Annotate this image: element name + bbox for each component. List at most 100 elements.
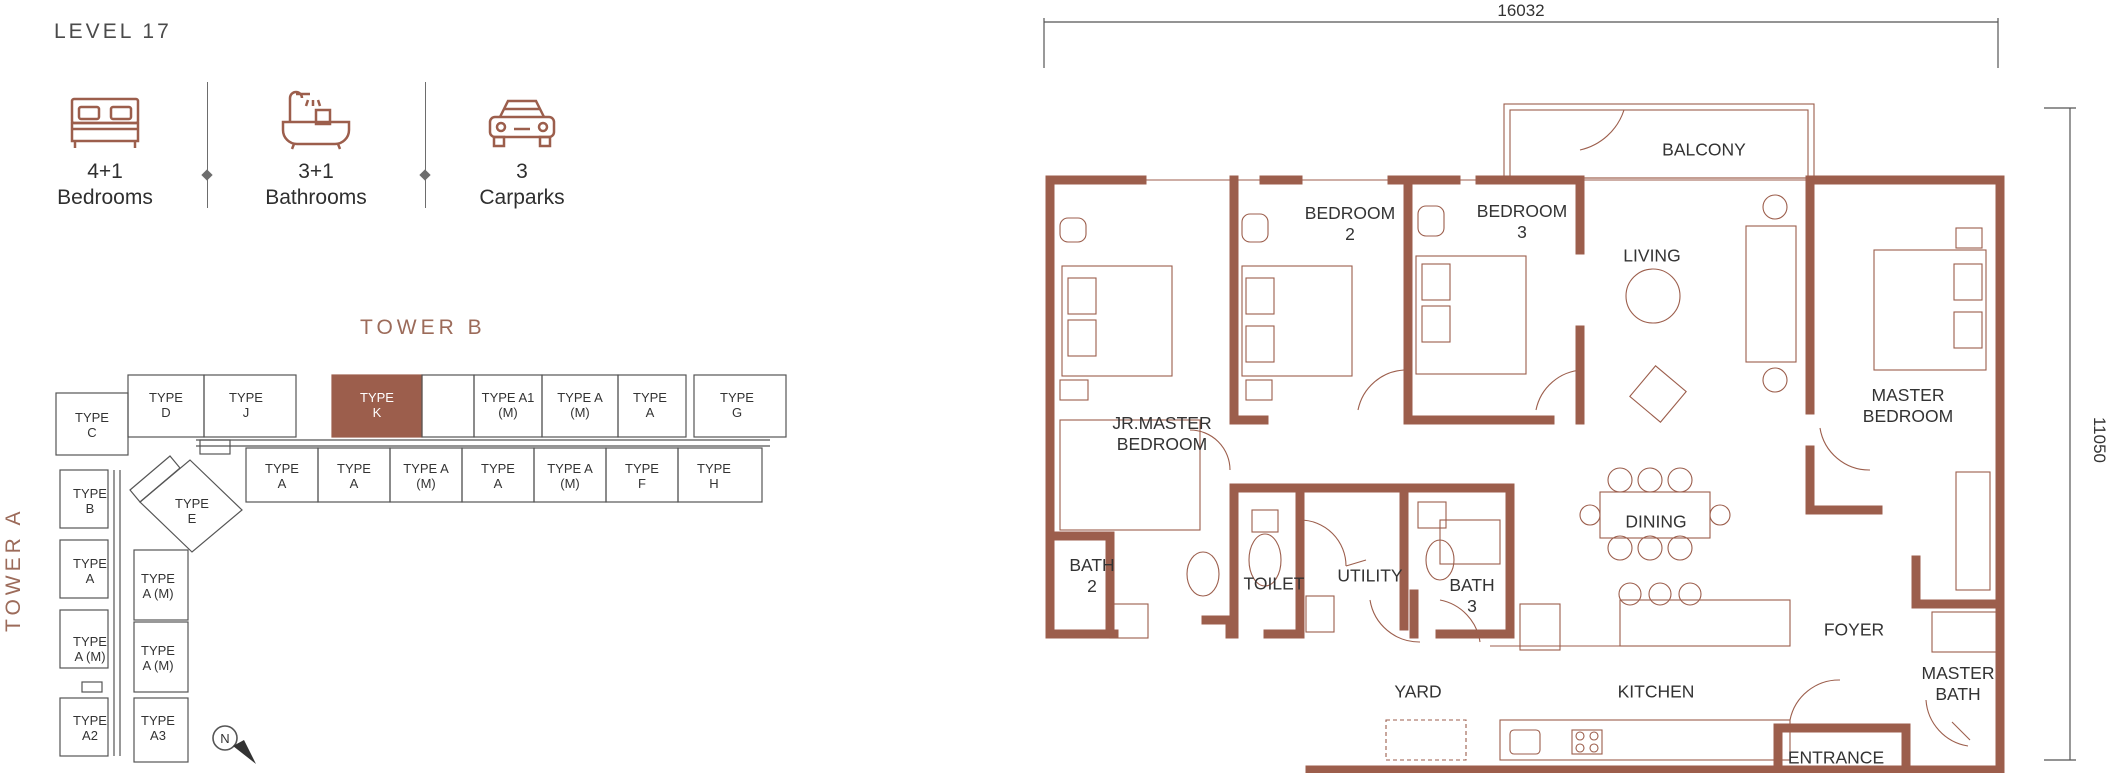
room-balcony: BALCONY <box>1662 139 1746 159</box>
unit-h[interactable] <box>677 447 763 503</box>
label-line: C <box>87 425 96 440</box>
label-line: K <box>373 405 382 420</box>
coffee-table <box>1625 268 1681 324</box>
label-line: YARD <box>1394 681 1441 701</box>
unit-a-top[interactable] <box>617 374 687 438</box>
label-line: BATH <box>1449 575 1494 595</box>
north-label: N <box>220 731 229 746</box>
label-line: 3 <box>1467 596 1477 616</box>
north-arrow-icon <box>233 740 256 764</box>
dimension-width: 16032 <box>1497 1 1544 20</box>
label-line: FOYER <box>1824 619 1884 639</box>
unit-a-left[interactable] <box>59 539 109 599</box>
room-dining: DINING <box>1625 511 1686 531</box>
sofa <box>1745 225 1797 363</box>
label-line: UTILITY <box>1337 565 1402 585</box>
label-line: TYPE A <box>403 461 449 476</box>
label-line: BEDROOM <box>1117 434 1207 454</box>
room-living: LIVING <box>1623 245 1680 265</box>
bathrooms-label: Bathrooms <box>265 186 367 209</box>
label-line: TYPE <box>73 556 107 571</box>
label-line: (M) <box>416 476 436 491</box>
room-entrance: ENTRANCE <box>1788 747 1884 767</box>
label-line: TYPE <box>633 390 667 405</box>
label-line: B <box>86 501 95 516</box>
label-line: A <box>86 571 95 586</box>
floor-plan: 16032 11050 <box>1043 1 2106 773</box>
walls <box>1045 175 2005 773</box>
label-line: G <box>732 405 742 420</box>
unit-c[interactable] <box>55 392 129 456</box>
label-line: BEDROOM <box>1477 201 1567 221</box>
unit-am-c1[interactable] <box>133 549 189 621</box>
unit-am-left[interactable] <box>59 609 109 669</box>
balcony-outline <box>1503 103 1815 179</box>
label-line: BEDROOM <box>1305 203 1395 223</box>
bathrooms-value: 3+1 <box>298 160 334 183</box>
room-utility: UTILITY <box>1337 565 1402 585</box>
master-bed <box>1873 249 1987 371</box>
label-line: TOILET <box>1244 573 1305 593</box>
room-kitchen: KITCHEN <box>1618 681 1695 701</box>
label-line: BATH <box>1935 684 1980 704</box>
room-toilet: TOILET <box>1244 573 1305 593</box>
unit-a3[interactable] <box>133 697 189 763</box>
label-line: A (M) <box>142 658 173 673</box>
label-line: (M) <box>570 405 590 420</box>
divider-diamond <box>201 169 213 181</box>
divider-diamond <box>419 169 431 181</box>
label-line: TYPE <box>720 390 754 405</box>
core <box>421 374 475 438</box>
bathtub-icon <box>281 90 351 150</box>
jr-master-bed <box>1061 265 1173 377</box>
label-line: A <box>350 476 359 491</box>
label-line: TYPE A <box>557 390 603 405</box>
label-line: 2 <box>1087 576 1097 596</box>
unit-b[interactable] <box>59 469 109 529</box>
label-line: TYPE <box>481 461 515 476</box>
label-line: DINING <box>1625 511 1686 531</box>
label-line: TYPE A1 <box>482 390 535 405</box>
tower-b-label: TOWER B <box>360 316 486 339</box>
label-line: JR.MASTER <box>1112 413 1211 433</box>
unit-j[interactable] <box>203 374 297 438</box>
unit-a2[interactable] <box>59 697 109 757</box>
label-line: TYPE <box>141 571 175 586</box>
label-line: A <box>278 476 287 491</box>
label-line: BATH <box>1069 555 1114 575</box>
label-line: 3 <box>1517 222 1527 242</box>
label-line: D <box>161 405 170 420</box>
label-line: TYPE <box>73 713 107 728</box>
room-foyer: FOYER <box>1824 619 1884 639</box>
label-am-1: TYPE A(M) <box>403 461 449 491</box>
label-line: A <box>646 405 655 420</box>
label-line: KITCHEN <box>1618 681 1695 701</box>
unit-am-c2[interactable] <box>133 621 189 693</box>
label-line: TYPE <box>360 390 394 405</box>
label-line: H <box>709 476 718 491</box>
label-line: 2 <box>1345 224 1355 244</box>
label-line: TYPE <box>73 634 107 649</box>
label-line: LIVING <box>1623 245 1680 265</box>
carparks-value: 3 <box>516 160 528 183</box>
label-line: A (M) <box>74 649 105 664</box>
label-line: A3 <box>150 728 166 743</box>
label-line: MASTER <box>1872 385 1945 405</box>
unit-g[interactable] <box>693 374 787 438</box>
